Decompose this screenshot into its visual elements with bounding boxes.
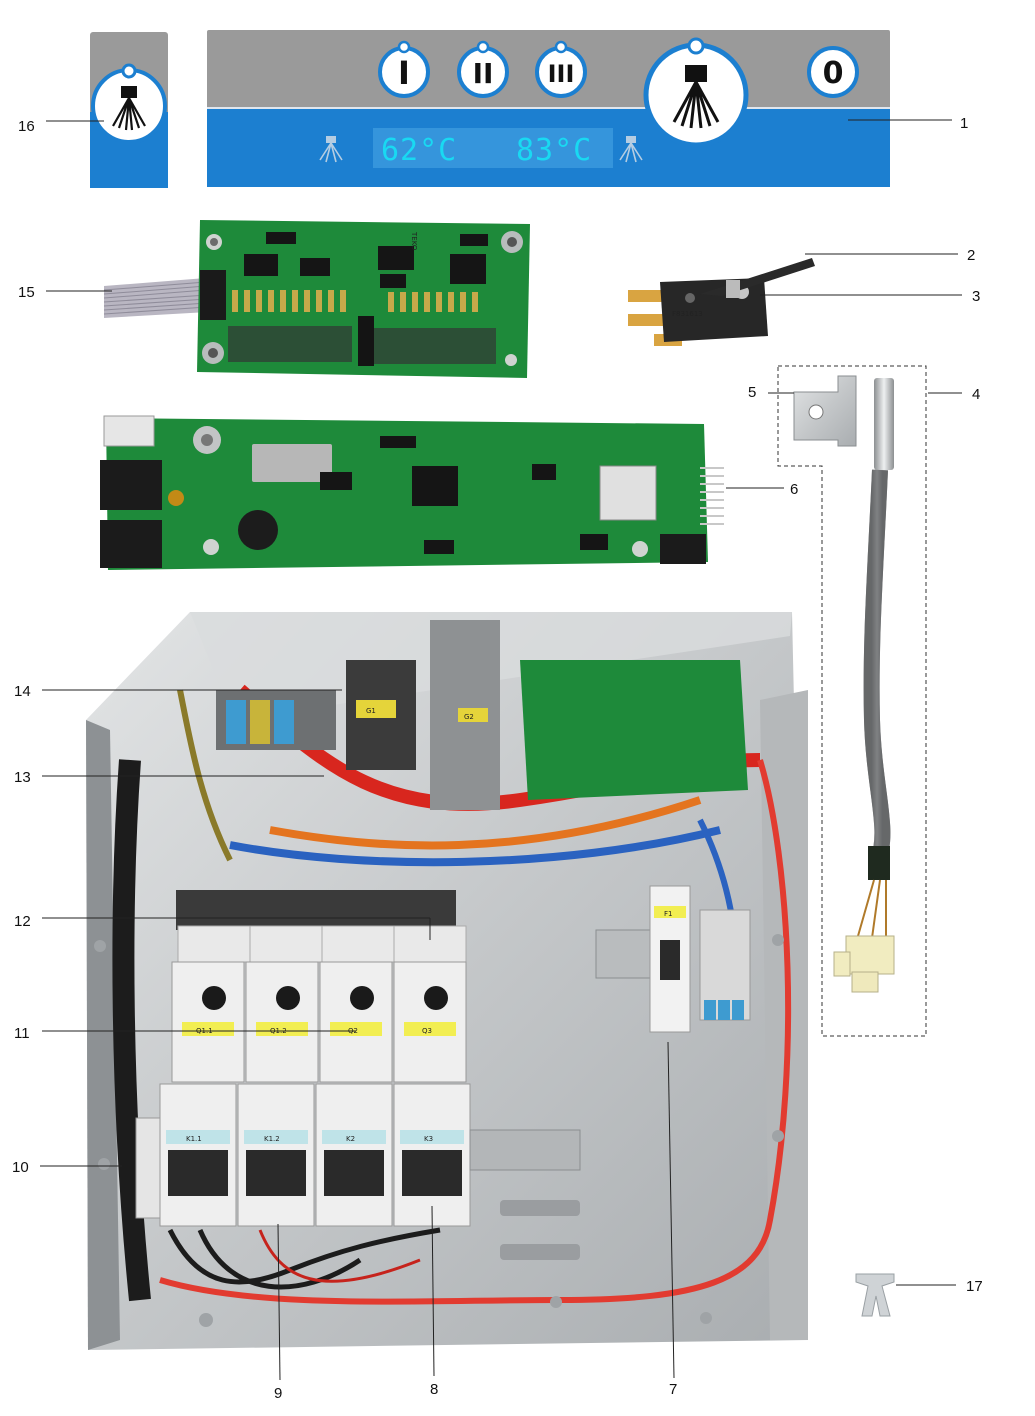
rj-socket [100, 520, 162, 568]
breaker-q1-2: Q1.2 [245, 961, 319, 1083]
pin-header [599, 465, 657, 521]
breaker-q1-1: Q1.1 [171, 961, 245, 1083]
breaker-label: Q3 [422, 1027, 432, 1035]
callout-7: 7 [669, 1381, 677, 1398]
callout-numbers: 1 2 3 4 5 6 7 8 9 10 11 12 13 14 15 16 1… [12, 115, 983, 1402]
indicator-led [476, 40, 490, 54]
indicator-led-16 [121, 63, 137, 79]
contactor-k1-2: K1.2 [237, 1083, 315, 1227]
contactor-label: K1.1 [186, 1135, 202, 1143]
contactor-label: K3 [424, 1135, 433, 1143]
callout-8: 8 [430, 1381, 438, 1398]
contactors: K1.1 K1.2 K2 K3 [135, 1083, 471, 1227]
callout-2: 2 [967, 247, 975, 264]
seven-segment-display-right [372, 328, 496, 364]
switch-terminal [628, 290, 664, 302]
callout-5: 5 [748, 384, 756, 401]
fuse-label: F1 [664, 910, 672, 918]
temperature-display [373, 128, 613, 168]
indicator-led [554, 40, 568, 54]
program-button-2[interactable]: II [457, 40, 509, 98]
pcb-brand-label: TEKO [410, 231, 418, 251]
program-button-3[interactable]: III [535, 40, 587, 98]
part-3-microswitch: F831613 [628, 278, 768, 346]
rinse-spray-icon [619, 136, 643, 163]
kit-boundary [777, 365, 927, 1037]
part-15-display-pcb: TEKO [103, 220, 530, 378]
seven-segment-display-left [228, 326, 352, 362]
spray-icon [672, 65, 720, 129]
contactor-label: K1.2 [264, 1135, 280, 1143]
callout-3: 3 [972, 288, 980, 305]
contactor-k2: K2 [315, 1083, 393, 1227]
buzzer [238, 510, 278, 550]
spray-icon [112, 86, 146, 131]
probe-sleeve [874, 378, 894, 470]
part-4-temperature-probe-kit [777, 365, 927, 1037]
wash-spray-icon [319, 136, 343, 163]
callout-12: 12 [14, 913, 31, 930]
callout-14: 14 [14, 683, 31, 700]
heat-shrink [868, 846, 890, 880]
part-1-control-panel: I II III 0 62°C 83°C [207, 30, 890, 187]
contactor-k3: K3 [393, 1083, 471, 1227]
cable-bundle [112, 759, 151, 1302]
psu-label: G1 [366, 707, 376, 715]
callout-10: 10 [12, 1159, 29, 1176]
contactor-k1-1: K1.1 [159, 1083, 237, 1227]
leader-lines [40, 119, 962, 1381]
callout-6: 6 [790, 481, 798, 498]
probe-connector [845, 935, 895, 975]
fuse-holder: F1 [649, 885, 691, 1033]
switch-terminal [628, 314, 664, 326]
cabinet-controller-pcb [520, 660, 748, 800]
indicator-led [397, 40, 411, 54]
rinse-temperature: 83°C [516, 133, 592, 168]
electrical-cabinet: G1 G2 Q1.1 Q1.2 [86, 612, 808, 1350]
program-button-1[interactable]: I [378, 40, 430, 98]
callout-13: 13 [14, 769, 31, 786]
part-17-push-clip [855, 1273, 895, 1317]
button-label: I [398, 54, 410, 92]
part-6-controller-pcb [100, 415, 724, 570]
callout-17: 17 [966, 1278, 983, 1295]
psu-label: G2 [464, 713, 474, 721]
callout-16: 16 [18, 118, 35, 135]
wash-start-button[interactable] [643, 37, 749, 148]
switch-marking: F831613 [672, 310, 703, 318]
part-16-start-button-panel [90, 32, 168, 188]
callout-4: 4 [972, 386, 980, 403]
callout-1: 1 [960, 115, 968, 132]
button-label: II [473, 57, 494, 90]
callout-9: 9 [274, 1385, 282, 1402]
part-5-probe-bracket [793, 375, 857, 447]
lcd-module [252, 444, 332, 482]
breaker-q2: Q2 [319, 961, 393, 1083]
callout-15: 15 [18, 284, 35, 301]
power-connector [103, 415, 155, 447]
button-label: III [548, 60, 575, 88]
part-2-switch-lever [700, 258, 815, 298]
rj-socket [100, 460, 162, 510]
contactor-label: K2 [346, 1135, 355, 1143]
indicator-led [687, 37, 705, 55]
breaker-q3: Q3 [393, 961, 467, 1083]
callout-11: 11 [14, 1025, 30, 1042]
button-label: 0 [823, 56, 844, 91]
power-off-button[interactable]: 0 [807, 46, 859, 98]
wash-temperature: 62°C [381, 133, 457, 168]
